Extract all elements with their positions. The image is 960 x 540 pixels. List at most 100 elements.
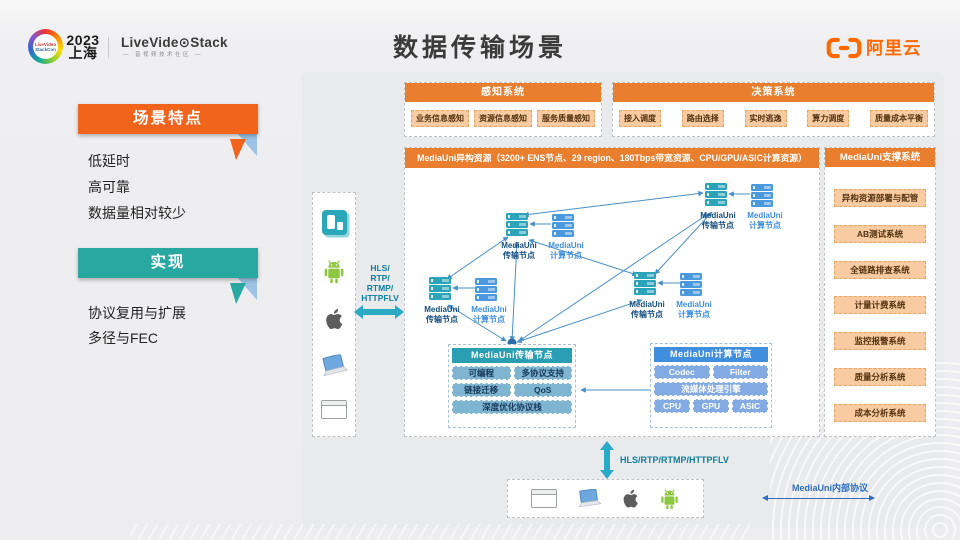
feature-item: 数据量相对较少 <box>88 205 186 221</box>
media-app-icon <box>321 210 347 236</box>
compute-detail-header: MediaUni计算节点 <box>654 347 768 362</box>
perception-system-header: 感知系统 <box>405 83 601 102</box>
implementation-banner: 实现 <box>78 248 258 278</box>
node-label-line: 计算节点 <box>550 250 582 260</box>
protocol-line: HTTPFLV <box>361 293 399 303</box>
transport-server-icon <box>429 277 451 301</box>
conference-year: 2023 上海 <box>66 33 100 61</box>
conference-badge-text2: StackCon <box>35 46 56 52</box>
decision-item: 实时逃逸 <box>744 110 787 127</box>
conference-city: 上海 <box>68 45 98 61</box>
node-label-line: MediaUni <box>548 241 584 250</box>
tagline-text: 音视频技术社区 <box>135 52 192 58</box>
bottom-bidirectional-arrow <box>600 441 614 479</box>
decision-item: 算力调度 <box>807 110 850 127</box>
laptop-icon <box>322 353 349 377</box>
laptop-icon <box>578 488 602 507</box>
apple-icon <box>623 489 638 507</box>
transport-detail-header: MediaUni传输节点 <box>452 348 572 363</box>
node-label-line: 传输节点 <box>426 314 458 324</box>
aliyun-logo: 阿里云 <box>826 35 922 60</box>
android-icon <box>660 489 678 510</box>
node-label-line: MediaUni <box>700 211 736 220</box>
compute-node-detail-box: MediaUni计算节点 Codec Filter 流媒体处理引擎 CPU GP… <box>650 343 772 428</box>
aliyun-bracket-icon <box>826 37 862 58</box>
node-label-line: 传输节点 <box>503 250 535 260</box>
conference-ring-center: LiveVideo StackCon <box>33 34 58 59</box>
compute-server-icon <box>680 273 702 297</box>
decision-system-header: 决策系统 <box>613 83 934 102</box>
conference-badge-text: LiveVideo <box>34 41 57 47</box>
support-item: 全链路排查系统 <box>834 260 926 279</box>
android-icon <box>324 260 344 284</box>
node-label-line: MediaUni <box>424 305 460 314</box>
features-banner: 场景特点 <box>78 104 258 134</box>
implementation-item: 多径与FEC <box>88 330 158 346</box>
internal-protocol-label: MediaUni内部协议 <box>791 483 868 493</box>
support-system-box: MediaUni支撑系统 异构资源部署与配管 AB测试系统 全链路排查系统 计量… <box>824 147 936 437</box>
protocol-line: HLS/ <box>370 263 390 273</box>
node-label-line: MediaUni <box>676 300 712 309</box>
transport-server-icon <box>634 272 656 296</box>
apple-icon <box>326 308 343 330</box>
internal-protocol-arrow <box>762 494 875 503</box>
support-item: 质量分析系统 <box>834 368 926 387</box>
compute-server-icon <box>552 214 574 238</box>
decision-item: 接入调度 <box>619 110 661 127</box>
livevideostack-tagline: — 音视频技术社区 — <box>123 52 204 58</box>
compute-capability: ASIC <box>732 399 768 413</box>
node-connection-lines <box>446 190 750 393</box>
perception-item: 服务质量感知 <box>537 110 595 127</box>
ribbon-fold-teal <box>230 283 246 304</box>
aliyun-text: 阿里云 <box>866 38 922 58</box>
conference-ring-logo: LiveVideo StackCon <box>28 29 63 64</box>
bottom-client-device-box <box>507 479 704 518</box>
perception-item: 业务信息感知 <box>411 110 469 127</box>
support-system-header: MediaUni支撑系统 <box>825 148 935 167</box>
protocol-line: RTP/ <box>370 273 390 283</box>
compute-capability: Codec <box>654 365 710 379</box>
decision-system-box: 决策系统 接入调度 路由选择 实时逃逸 算力调度 质量成本平衡 <box>612 82 935 137</box>
transport-server-icon <box>705 183 727 207</box>
left-protocol-label: HLS/ RTP/ RTMP/ HTTPFLV <box>356 263 404 303</box>
client-device-strip <box>312 192 356 437</box>
ribbon-fold-orange <box>230 139 246 160</box>
compute-server-icon <box>751 184 773 208</box>
compute-capability: GPU <box>693 399 729 413</box>
node-label-line: MediaUni <box>471 305 507 314</box>
support-item: 成本分析系统 <box>834 403 926 422</box>
node-label-line: 传输节点 <box>702 220 734 230</box>
transport-capability: 可编程 <box>452 366 511 380</box>
bottom-protocol-label: HLS/RTP/RTMP/HTTPFLV <box>620 455 729 465</box>
protocol-line: RTMP/ <box>366 283 394 293</box>
browser-window-icon <box>531 489 558 508</box>
mediauni-resource-header: MediaUni异构资源（3200+ ENS节点、29 region、180Tb… <box>405 148 819 168</box>
decision-item: 路由选择 <box>681 110 724 127</box>
node-label-line: 传输节点 <box>631 309 663 319</box>
transport-node-detail-box: MediaUni传输节点 可编程 多协议支持 链接迁移 QoS 深度优化协议栈 <box>448 344 576 428</box>
perception-item: 资源信息感知 <box>474 110 532 127</box>
implementation-item: 协议复用与扩展 <box>88 305 186 321</box>
feature-item: 高可靠 <box>88 179 130 195</box>
support-item: 异构资源部署与配管 <box>834 189 926 207</box>
transport-capability: QoS <box>513 383 572 397</box>
browser-window-icon <box>321 399 347 419</box>
compute-capability: CPU <box>654 399 690 413</box>
transport-capability: 多协议支持 <box>513 366 572 380</box>
decision-item: 质量成本平衡 <box>870 110 928 127</box>
page-title: 数据传输场景 <box>392 34 567 62</box>
node-label-line: 计算节点 <box>749 220 781 230</box>
support-item: 计量计费系统 <box>834 296 926 315</box>
node-label-line: 计算节点 <box>473 314 505 324</box>
node-label-line: MediaUni <box>747 211 783 220</box>
